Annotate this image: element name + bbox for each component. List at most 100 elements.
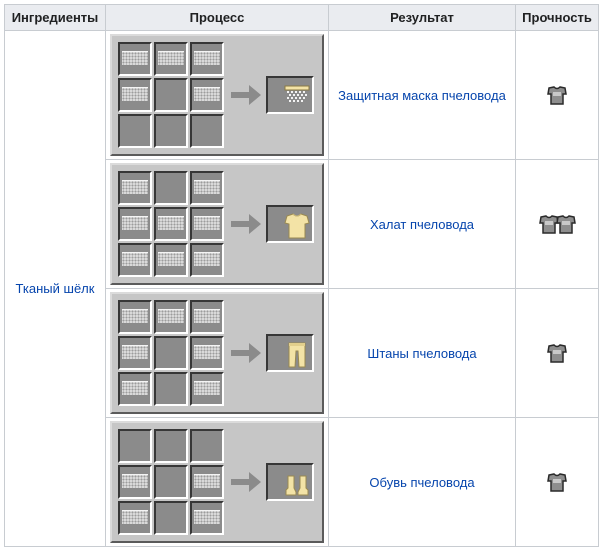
crafting-slot[interactable] xyxy=(118,243,152,277)
arrow-right-icon xyxy=(230,83,262,107)
crafting-slot[interactable] xyxy=(118,465,152,499)
woven-silk-icon xyxy=(122,381,148,396)
process-cell xyxy=(105,30,329,160)
table-row: Обувь пчеловода xyxy=(5,417,599,547)
chestplate-icon xyxy=(547,472,567,492)
crafting-slot[interactable] xyxy=(118,207,152,241)
input-grid xyxy=(118,171,226,279)
durability-cell xyxy=(515,159,599,289)
crafting-slot[interactable] xyxy=(154,78,188,112)
result-cell: Штаны пчеловода xyxy=(328,288,516,418)
woven-silk-icon xyxy=(158,216,184,231)
crafting-slot[interactable] xyxy=(190,207,224,241)
crafting-slot[interactable] xyxy=(118,429,152,463)
chestplate-icon xyxy=(555,214,576,234)
crafting-slot[interactable] xyxy=(154,501,188,535)
crafting-slot[interactable] xyxy=(190,465,224,499)
crafting-slot[interactable] xyxy=(154,300,188,334)
result-link[interactable]: Обувь пчеловода xyxy=(369,474,475,490)
crafting-table: Ингредиенты Процесс Результат Прочность … xyxy=(4,4,599,547)
chestplate-icon xyxy=(547,343,567,363)
crafting-grid-ui xyxy=(110,163,324,285)
table-row: Штаны пчеловода xyxy=(5,288,599,418)
crafting-slot[interactable] xyxy=(118,336,152,370)
input-grid xyxy=(118,429,226,537)
chestplate-icon xyxy=(538,214,559,234)
crafting-slot[interactable] xyxy=(154,207,188,241)
crafting-slot[interactable] xyxy=(190,171,224,205)
durability-cell xyxy=(515,30,599,160)
crafting-slot[interactable] xyxy=(190,501,224,535)
result-link[interactable]: Защитная маска пчеловода xyxy=(338,87,506,103)
woven-silk-icon xyxy=(158,309,184,324)
crafting-slot[interactable] xyxy=(190,300,224,334)
input-grid xyxy=(118,300,226,408)
crafting-grid-ui xyxy=(110,34,324,156)
header-result: Результат xyxy=(328,4,516,31)
chestplate-icon xyxy=(547,85,567,105)
woven-silk-icon xyxy=(122,309,148,324)
crafting-slot[interactable] xyxy=(190,372,224,406)
woven-silk-icon xyxy=(194,51,220,66)
ingredient-cell: Тканый шёлк xyxy=(4,30,106,547)
crafting-slot[interactable] xyxy=(154,465,188,499)
woven-silk-icon xyxy=(194,381,220,396)
woven-silk-icon xyxy=(122,180,148,195)
crafting-slot[interactable] xyxy=(190,42,224,76)
durability-cell xyxy=(515,417,599,547)
woven-silk-icon xyxy=(194,510,220,525)
woven-silk-icon xyxy=(194,345,220,360)
woven-silk-icon xyxy=(158,51,184,66)
woven-silk-icon xyxy=(158,252,184,267)
output-slot[interactable] xyxy=(266,463,314,501)
ingredient-link[interactable]: Тканый шёлк xyxy=(15,281,95,296)
crafting-slot[interactable] xyxy=(154,42,188,76)
woven-silk-icon xyxy=(194,474,220,489)
table-row: Халат пчеловода xyxy=(5,159,599,289)
crafting-slot[interactable] xyxy=(154,372,188,406)
result-cell: Защитная маска пчеловода xyxy=(328,30,516,160)
result-link[interactable]: Штаны пчеловода xyxy=(367,345,477,361)
crafting-slot[interactable] xyxy=(118,78,152,112)
header-durability: Прочность xyxy=(515,4,599,31)
crafting-slot[interactable] xyxy=(118,372,152,406)
process-cell xyxy=(105,159,329,289)
crafting-slot[interactable] xyxy=(154,171,188,205)
crafting-slot[interactable] xyxy=(154,336,188,370)
crafting-slot[interactable] xyxy=(118,114,152,148)
output-slot[interactable] xyxy=(266,76,314,114)
process-cell xyxy=(105,417,329,547)
crafting-slot[interactable] xyxy=(118,501,152,535)
crafting-slot[interactable] xyxy=(154,429,188,463)
crafting-slot[interactable] xyxy=(190,429,224,463)
woven-silk-icon xyxy=(122,510,148,525)
crafting-slot[interactable] xyxy=(118,300,152,334)
crafting-slot[interactable] xyxy=(190,336,224,370)
crafting-slot[interactable] xyxy=(154,114,188,148)
header-row: Ингредиенты Процесс Результат Прочность xyxy=(4,4,599,31)
woven-silk-icon xyxy=(194,87,220,102)
header-process: Процесс xyxy=(105,4,329,31)
crafting-slot[interactable] xyxy=(118,42,152,76)
woven-silk-icon xyxy=(122,474,148,489)
woven-silk-icon xyxy=(122,216,148,231)
crafting-slot[interactable] xyxy=(190,243,224,277)
crafting-slot[interactable] xyxy=(118,171,152,205)
table-row: Тканый шёлк Защитная маска пчеловода xyxy=(4,30,599,547)
input-grid xyxy=(118,42,226,150)
output-slot[interactable] xyxy=(266,205,314,243)
crafting-grid-ui xyxy=(110,292,324,414)
woven-silk-icon xyxy=(122,345,148,360)
result-link[interactable]: Халат пчеловода xyxy=(369,216,475,232)
result-cell: Обувь пчеловода xyxy=(328,417,516,547)
arrow-right-icon xyxy=(230,212,262,236)
crafting-slot[interactable] xyxy=(190,114,224,148)
crafting-slot[interactable] xyxy=(190,78,224,112)
crafting-slot[interactable] xyxy=(154,243,188,277)
woven-silk-icon xyxy=(122,252,148,267)
woven-silk-icon xyxy=(122,51,148,66)
woven-silk-icon xyxy=(194,252,220,267)
crafting-grid-ui xyxy=(110,421,324,543)
output-slot[interactable] xyxy=(266,334,314,372)
result-cell: Халат пчеловода xyxy=(328,159,516,289)
